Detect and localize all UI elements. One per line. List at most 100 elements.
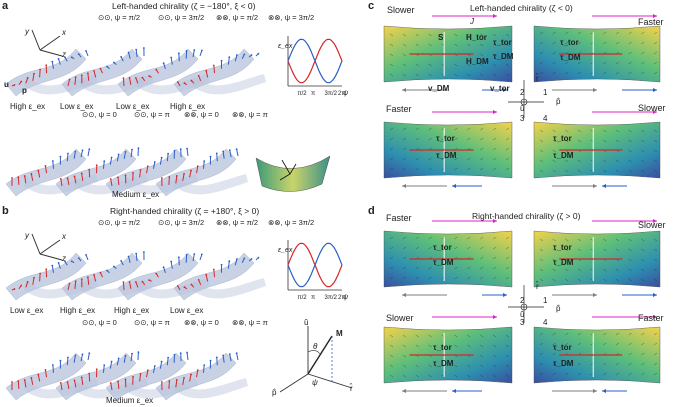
quad-num-d-1: 1 bbox=[543, 296, 548, 305]
ribbon-label-a2-2: ⊗⊗, ψ = 0 bbox=[184, 110, 219, 119]
panel-b-title: Right-handed chirality (ζ = +180°, ξ > 0… bbox=[110, 206, 260, 216]
xtick-3: 2π bbox=[338, 91, 345, 97]
ribbon-row-b2 bbox=[5, 351, 248, 401]
vector-label-M: M bbox=[336, 329, 343, 338]
ribbon-3 bbox=[173, 48, 266, 97]
box-label-S: S bbox=[438, 33, 444, 42]
ribbon-label-b2-1: ⊙⊙, ψ = π bbox=[134, 318, 170, 327]
plot-xlabel: ψ bbox=[343, 90, 348, 97]
xtick-2: 3π/2 bbox=[325, 91, 338, 97]
box-label-tau-tor-c2: τ_tor bbox=[560, 38, 579, 47]
corner-label-c-tr: Faster bbox=[638, 17, 664, 27]
ribbon-label-b2-0: ⊙⊙, ψ = 0 bbox=[82, 318, 117, 327]
axis-label-z-a: z bbox=[62, 50, 66, 59]
box-label-tau-dm-d2: τ_DM bbox=[553, 258, 574, 267]
ribbon-label-a1-3: ⊗⊗, ψ = 3π/2 bbox=[268, 13, 315, 22]
quad-axis-d-r: r̂ bbox=[536, 282, 539, 291]
energy-label-a1-0: High ε_ex bbox=[10, 102, 46, 111]
energy-label-b1-3: Low ε_ex bbox=[170, 306, 204, 315]
box-label-tau-tor-d1: τ_tor bbox=[433, 243, 452, 252]
box-label-tau-dm-c: τ_DM bbox=[493, 52, 514, 61]
panel-c-letter: c bbox=[368, 0, 375, 12]
velocity-label-vtor: v_tor bbox=[490, 84, 510, 93]
box-label-tau-dm-c4: τ_DM bbox=[553, 151, 574, 160]
box-label-tau-dm-c3: τ_DM bbox=[436, 151, 457, 160]
xtick-3: 2π bbox=[338, 295, 345, 301]
domain-box bbox=[533, 230, 661, 288]
quad-num-c-2: 2 bbox=[520, 88, 525, 97]
frame-label-p-a: p bbox=[22, 86, 27, 95]
xtick-0: π/2 bbox=[298, 295, 308, 301]
axis-label-y-a: y bbox=[25, 27, 29, 36]
energy-label-a1-2: Low ε_ex bbox=[116, 102, 150, 111]
box-label-tau-tor-d2: τ_tor bbox=[553, 243, 572, 252]
ribbon-label-a2-3: ⊗⊗, ψ = π bbox=[232, 110, 268, 119]
panel-d-letter: d bbox=[368, 205, 375, 217]
box-label-tau-dm-d1: τ_DM bbox=[433, 258, 454, 267]
energy-label-a1-3: High ε_ex bbox=[170, 102, 206, 111]
quad-num-d-4: 4 bbox=[543, 318, 548, 327]
ribbon-3 bbox=[173, 252, 266, 301]
energy-label-b2: Medium ε_ex bbox=[106, 396, 154, 405]
current-label-J: J bbox=[470, 17, 474, 26]
xtick-0: π/2 bbox=[298, 91, 308, 97]
axis-label-z-b: z bbox=[62, 254, 66, 263]
energy-label-b1-2: High ε_ex bbox=[114, 306, 150, 315]
ribbon-3 bbox=[155, 148, 248, 197]
quad-axis-c-p: p̂ bbox=[556, 97, 561, 106]
quad-axis-d-u: û bbox=[520, 310, 525, 319]
domain-box bbox=[533, 121, 661, 179]
curve-blue bbox=[287, 38, 343, 84]
energy-label-a1-1: Low ε_ex bbox=[60, 102, 94, 111]
ribbon-label-a1-2: ⊗⊗, ψ = π/2 bbox=[216, 13, 259, 22]
panel-a-letter: a bbox=[2, 0, 9, 12]
box-label-Htor: H_tor bbox=[466, 33, 487, 42]
plot-ylabel: ε_ex bbox=[278, 43, 293, 50]
panel-c-title: Left-handed chirality (ζ < 0) bbox=[470, 3, 573, 13]
ribbon-label-b1-0: ⊙⊙, ψ = π/2 bbox=[98, 218, 141, 227]
domain-box bbox=[533, 25, 661, 83]
box-label-tau-dm-d4: τ_DM bbox=[553, 359, 574, 368]
domain-boxes-c bbox=[383, 14, 661, 188]
domain-boxes-d bbox=[383, 219, 661, 393]
energy-label-b1-1: High ε_ex bbox=[60, 306, 96, 315]
axes-triad-a bbox=[31, 29, 63, 57]
xtick-2: 3π/2 bbox=[325, 295, 338, 301]
corner-label-d-tr: Slower bbox=[638, 220, 666, 230]
ribbon-label-b1-2: ⊗⊗, ψ = π/2 bbox=[216, 218, 259, 227]
xtick-1: π bbox=[311, 91, 315, 97]
panel-d-title: Right-handed chirality (ζ > 0) bbox=[472, 211, 581, 221]
ribbon-label-b1-1: ⊙⊙, ψ = 3π/2 bbox=[158, 218, 205, 227]
panel-a-title: Left-handed chirality (ζ = −180°, ξ < 0) bbox=[112, 1, 256, 11]
axes-triad-b bbox=[31, 233, 63, 261]
quad-num-c-3: 3 bbox=[520, 114, 525, 123]
box-label-HDM: H_DM bbox=[466, 57, 489, 66]
ribbon-label-b2-2: ⊗⊗, ψ = 0 bbox=[184, 318, 219, 327]
vector-diagram-b bbox=[279, 326, 353, 393]
domain-box bbox=[383, 326, 513, 384]
ribbon-label-a2-0: ⊙⊙, ψ = 0 bbox=[82, 110, 117, 119]
box-label-tau-dm-c2: τ_DM bbox=[560, 53, 581, 62]
domain-box bbox=[383, 121, 513, 179]
plot-xlabel: ψ bbox=[343, 294, 348, 301]
quad-axis-c-u: û bbox=[520, 104, 525, 113]
vector-label-u: û bbox=[304, 318, 309, 327]
corner-label-c-bl: Faster bbox=[386, 104, 412, 114]
ribbon-label-a1-1: ⊙⊙, ψ = 3π/2 bbox=[158, 13, 205, 22]
quad-num-d-2: 2 bbox=[520, 296, 525, 305]
ribbon-row-b1 bbox=[5, 251, 266, 301]
ribbon-row-a1 bbox=[5, 47, 266, 97]
axis-label-x-b: x bbox=[62, 232, 66, 241]
plot-ylabel: ε_ex bbox=[278, 247, 293, 254]
ribbon-label-a2-1: ⊙⊙, ψ = π bbox=[134, 110, 170, 119]
xtick-1: π bbox=[311, 295, 315, 301]
corner-label-d-br: Faster bbox=[638, 313, 664, 323]
box-label-tau-tor-d4: τ_tor bbox=[553, 343, 572, 352]
quad-axis-d-p: p̂ bbox=[556, 304, 561, 313]
box-label-tau-tor-c4: τ_tor bbox=[553, 134, 572, 143]
domain-box bbox=[383, 25, 513, 83]
box-label-tau-tor-c: τ_tor bbox=[493, 38, 512, 47]
ribbon-3 bbox=[155, 352, 248, 401]
energy-label-b1-0: Low ε_ex bbox=[10, 306, 44, 315]
